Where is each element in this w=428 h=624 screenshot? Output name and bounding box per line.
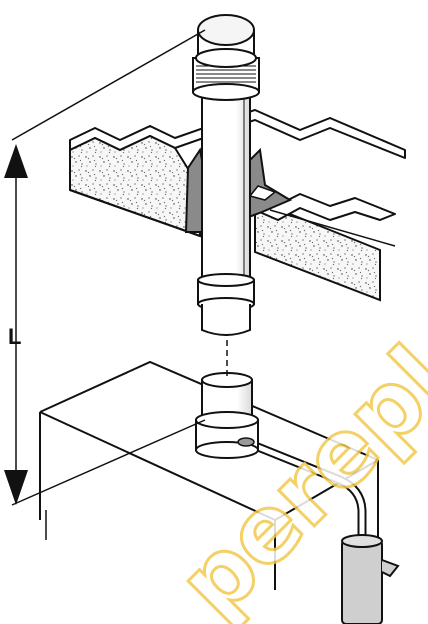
dimension-arrow-bottom bbox=[4, 470, 28, 505]
terminal-cap bbox=[192, 14, 260, 101]
dimension-lines bbox=[11, 29, 206, 506]
condensate-drain bbox=[243, 438, 400, 624]
roof-front-edge bbox=[248, 185, 277, 201]
appliance-flue-outlet bbox=[195, 372, 259, 459]
dimension-arrow-top bbox=[4, 144, 28, 178]
flue-pipe bbox=[197, 89, 255, 336]
dimension-label: L bbox=[8, 324, 21, 349]
